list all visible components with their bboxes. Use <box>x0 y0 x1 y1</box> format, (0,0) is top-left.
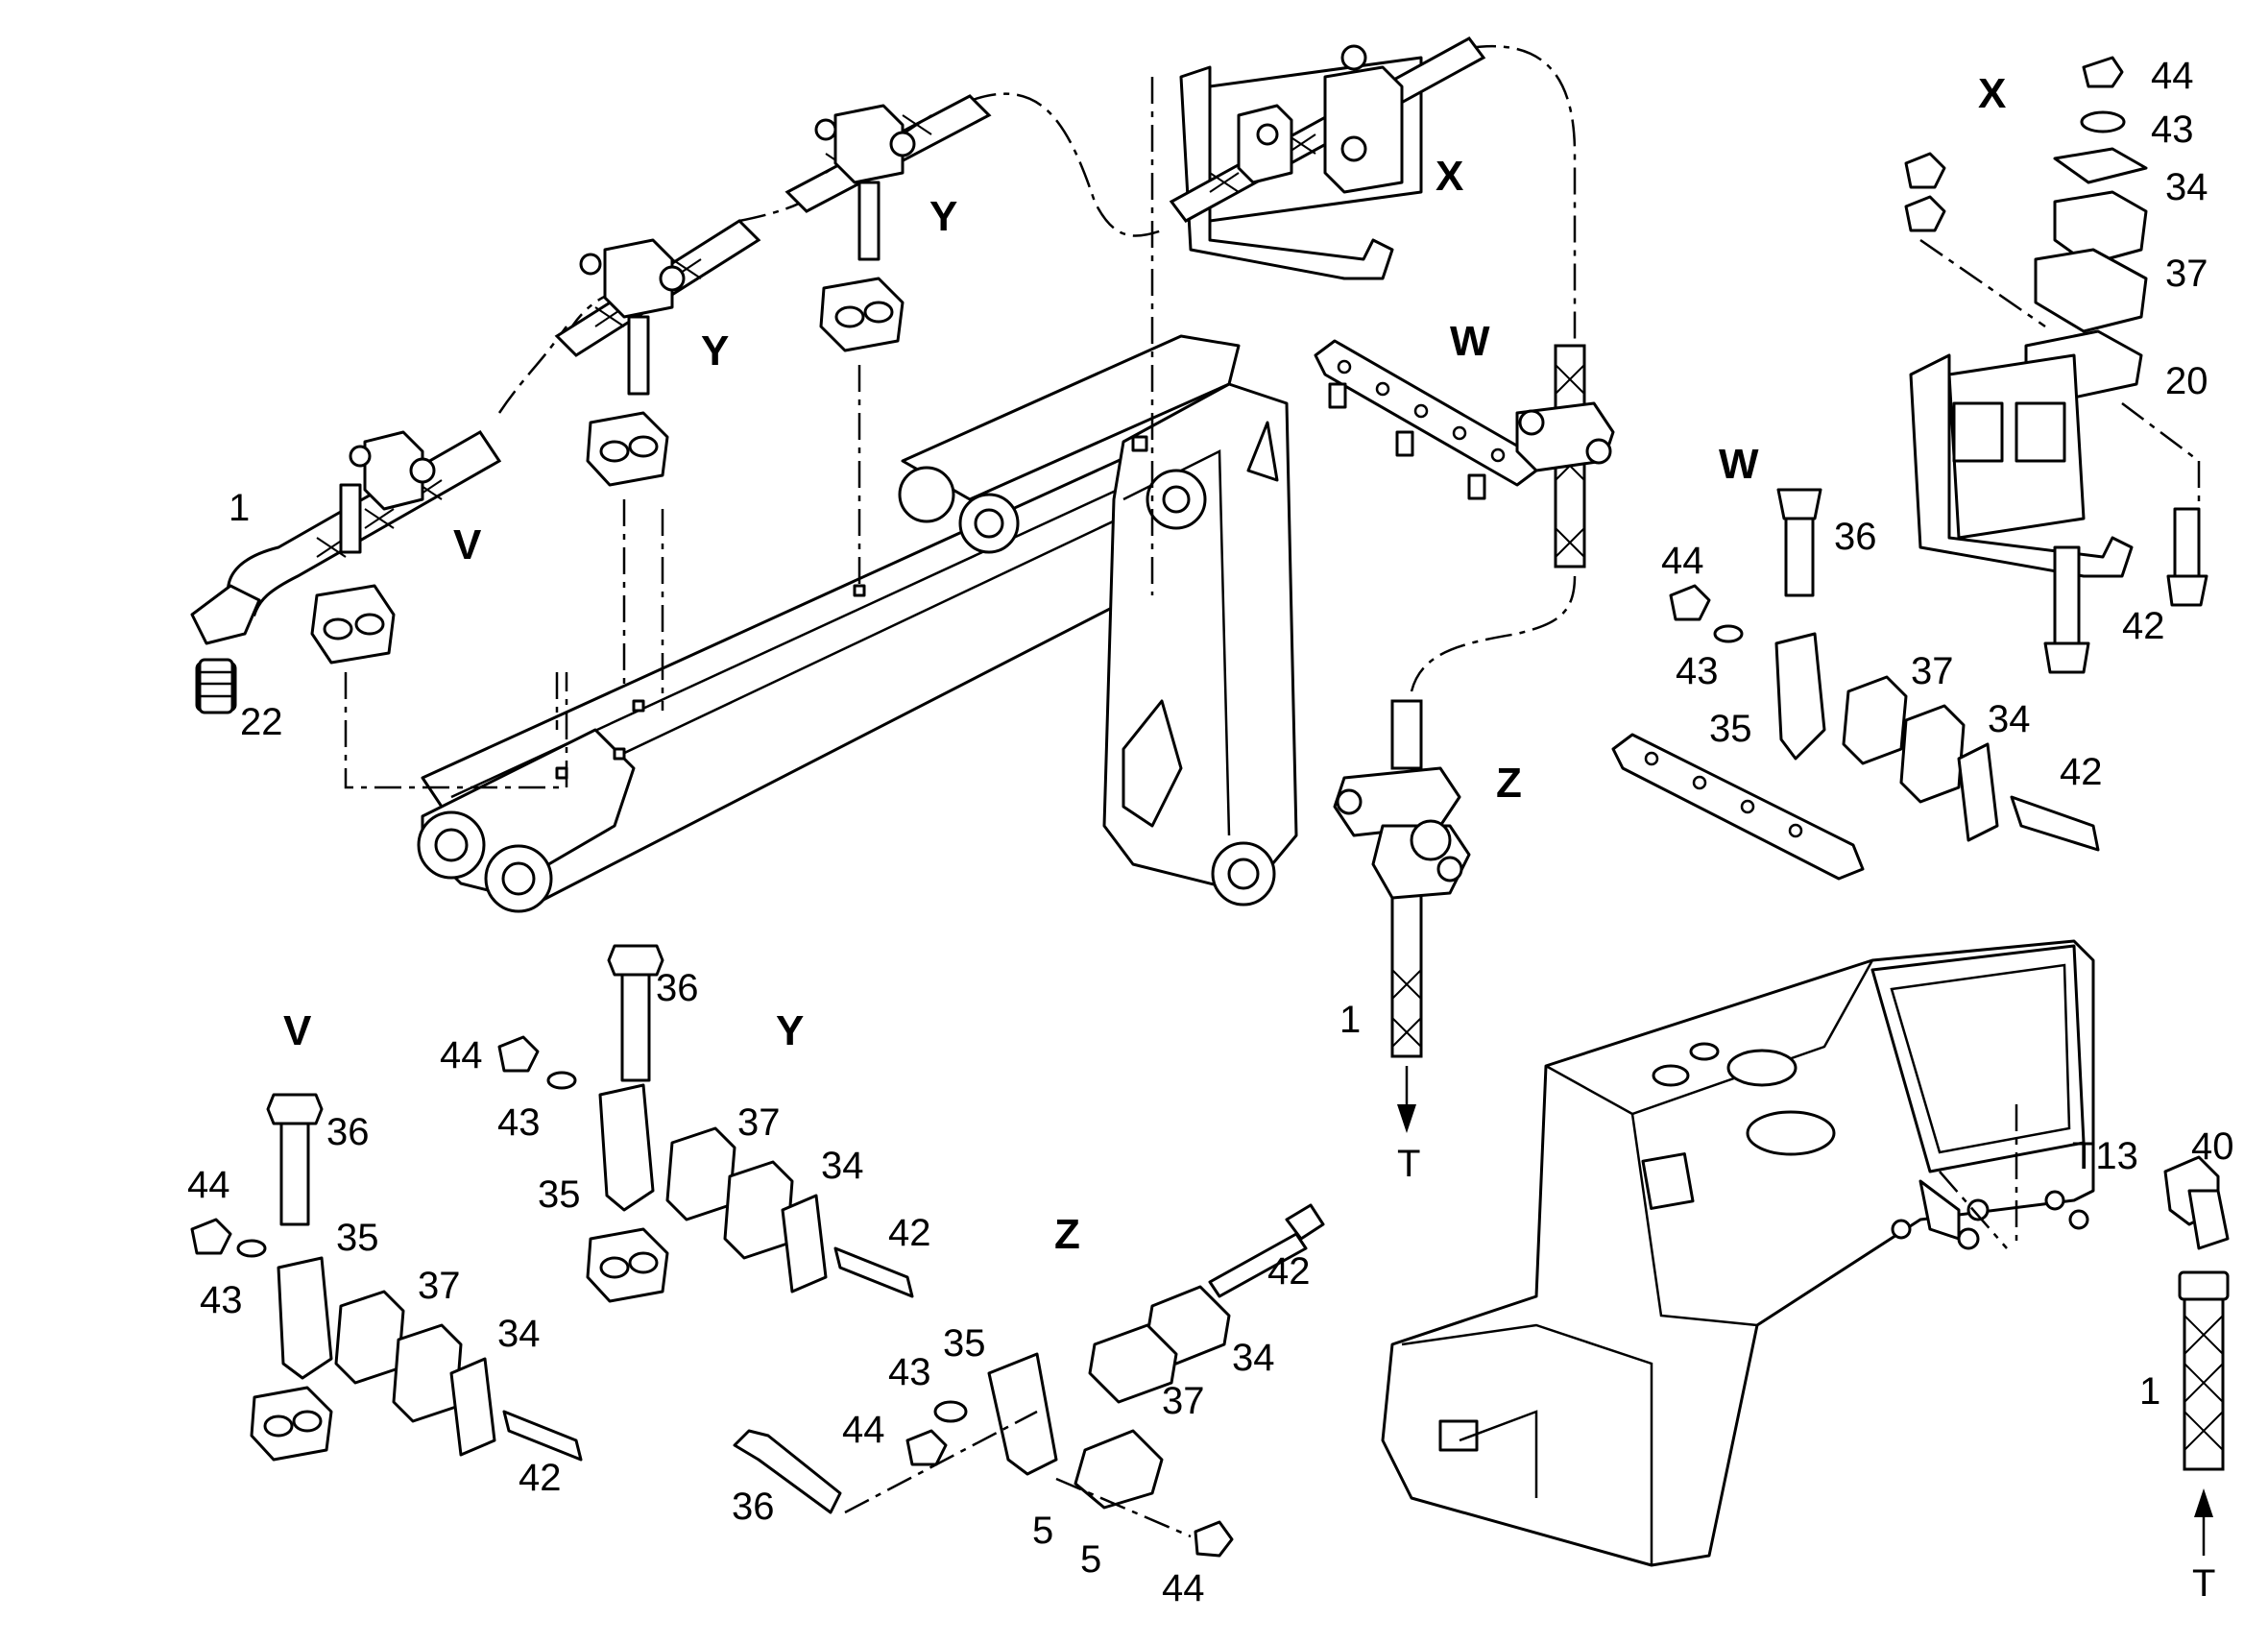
detail-Z-exploded <box>733 1203 1325 1558</box>
clamp-assembly-W <box>1314 339 1615 568</box>
detail-W-exploded <box>1611 488 2100 881</box>
part-number-40: 40 <box>2191 1125 2234 1168</box>
part-number-36-w: 36 <box>1834 516 1877 558</box>
part-number-37-v: 37 <box>418 1265 461 1307</box>
part-number-43-v: 43 <box>200 1279 243 1321</box>
section-label-Z-detail: Z <box>1054 1211 1080 1258</box>
boom-arm-drawing <box>417 334 1298 913</box>
section-label-X-top: X <box>1436 153 1463 200</box>
part-number-37-w: 37 <box>1911 650 1954 692</box>
clamp-assembly-X-top <box>1169 36 1486 280</box>
part-number-35-z: 35 <box>943 1322 986 1365</box>
part-number-1-b: 1 <box>1339 999 1361 1041</box>
part-number-37-x: 37 <box>2165 253 2208 295</box>
part-number-43-z: 43 <box>888 1351 931 1393</box>
part-number-35-y: 35 <box>538 1173 581 1216</box>
part-number-34-w: 34 <box>1988 698 2031 740</box>
section-label-W-detail: W <box>1719 441 1759 488</box>
part-number-37-z: 37 <box>1162 1380 1205 1422</box>
section-label-V-1: V <box>453 521 482 568</box>
part-number-34-v: 34 <box>497 1313 541 1355</box>
part-number-36-y: 36 <box>656 967 699 1009</box>
section-label-Z-1: Z <box>1496 760 1522 807</box>
part-number-5-a: 5 <box>1032 1510 1053 1552</box>
clamp-assembly-Y-right <box>784 94 992 352</box>
section-label-Y-2: Y <box>701 327 729 375</box>
section-label-Y-1: Y <box>929 193 957 240</box>
part-number-5-b: 5 <box>1080 1538 1101 1581</box>
part-number-34-x: 34 <box>2165 166 2208 208</box>
clamp-assembly-V <box>190 430 502 713</box>
part-number-42-y: 42 <box>888 1212 931 1254</box>
part-number-20-x: 20 <box>2165 360 2208 402</box>
part-number-43-y: 43 <box>497 1101 541 1144</box>
flow-arrows <box>1397 1066 2213 1556</box>
fitting-40-hose-1 <box>2163 1155 2230 1471</box>
detail-X-exploded <box>1904 56 2208 674</box>
part-number-22: 22 <box>240 701 283 743</box>
part-number-42-w: 42 <box>2060 751 2103 793</box>
detail-V-exploded <box>190 1093 583 1462</box>
part-number-36-z: 36 <box>732 1486 775 1528</box>
part-number-35-v: 35 <box>336 1217 379 1259</box>
section-label-X-detail: X <box>1978 70 2006 117</box>
part-number-43-w: 43 <box>1676 650 1719 692</box>
part-number-35-w: 35 <box>1709 708 1752 750</box>
part-number-36-v: 36 <box>326 1111 370 1153</box>
section-label-Y-detail: Y <box>776 1007 804 1054</box>
part-number-42-x: 42 <box>2122 605 2165 647</box>
part-number-1-a: 1 <box>229 487 250 529</box>
part-number-44-w: 44 <box>1661 540 1704 582</box>
part-number-34-z: 34 <box>1232 1337 1275 1379</box>
section-label-V-detail: V <box>283 1007 312 1054</box>
part-number-43-x: 43 <box>2151 109 2194 151</box>
callout-labels: X Y Y V W Z X W V Y Z 1 22 1 T 44 43 34 … <box>187 55 2234 1609</box>
tank-housing-drawing <box>1381 939 2095 1567</box>
clamp-assembly-Y-left <box>554 219 761 487</box>
part-number-37-y: 37 <box>737 1101 781 1144</box>
hose-end-fittings <box>198 658 234 714</box>
arrow-label-T-b: T <box>2192 1562 2215 1605</box>
part-number-42-v: 42 <box>519 1457 562 1499</box>
part-number-42-z: 42 <box>1267 1250 1311 1293</box>
part-number-44-x: 44 <box>2151 55 2194 97</box>
port-label-T13: T13 <box>2072 1135 2138 1177</box>
part-number-44-z: 44 <box>842 1409 885 1451</box>
arrow-label-T-a: T <box>1397 1143 1420 1185</box>
clamp-assembly-Z <box>1333 699 1471 1058</box>
part-number-44-z2: 44 <box>1162 1567 1205 1609</box>
section-label-W-1: W <box>1450 318 1490 365</box>
part-number-44-y: 44 <box>440 1034 483 1076</box>
part-number-34-y: 34 <box>821 1145 864 1187</box>
part-number-1-c: 1 <box>2139 1370 2160 1413</box>
detail-Y-exploded <box>497 944 914 1303</box>
part-number-44-v: 44 <box>187 1164 230 1206</box>
